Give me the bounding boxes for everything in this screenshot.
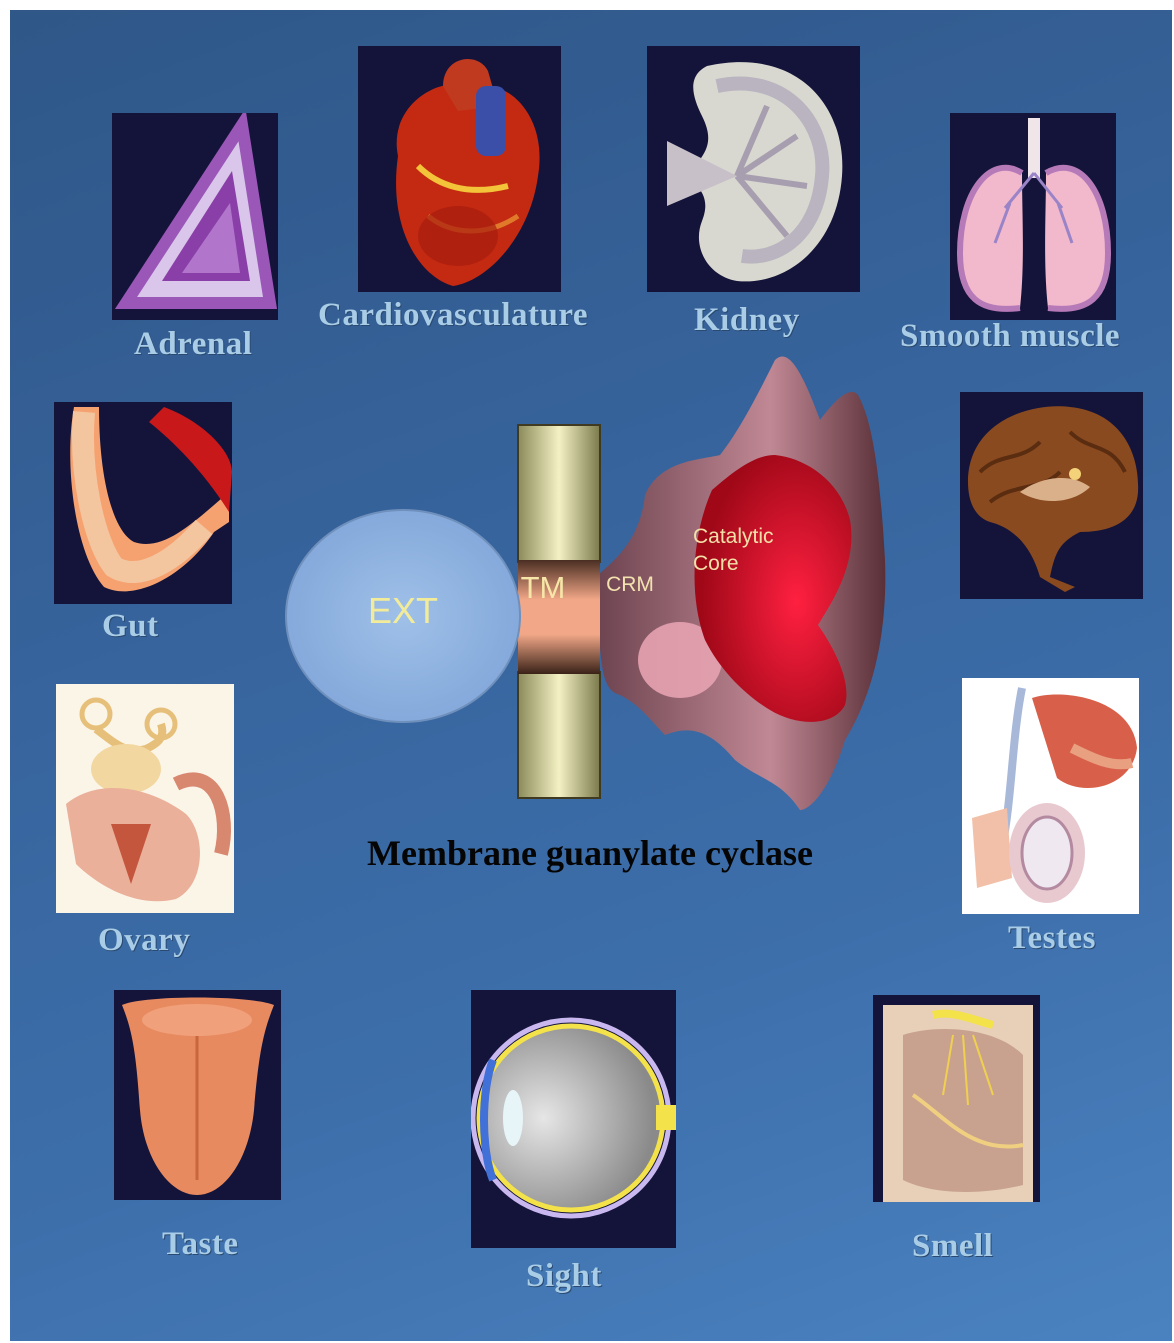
tm-label: TM [521, 570, 566, 605]
membrane-upper [518, 425, 600, 562]
catalytic-label-line2: Core [693, 552, 739, 575]
catalytic-label-line1: Catalytic [693, 525, 774, 548]
membrane-lower [518, 672, 600, 798]
crm-label: CRM [606, 573, 654, 596]
ext-label: EXT [368, 590, 438, 631]
diagram-caption: Membrane guanylate cyclase [320, 832, 860, 874]
